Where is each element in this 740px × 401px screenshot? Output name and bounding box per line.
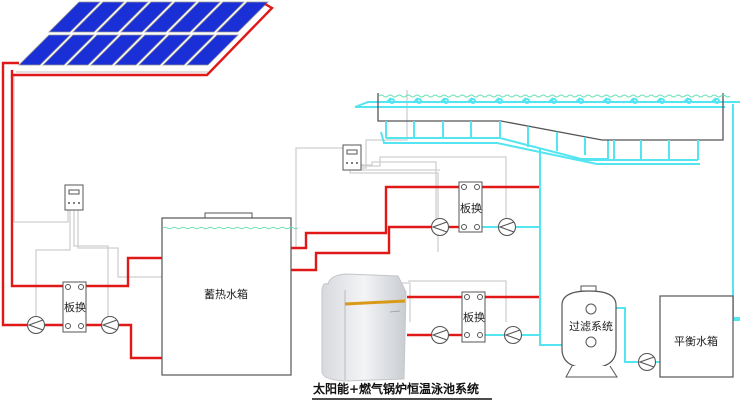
pool-inlet-nozzle-head bbox=[551, 98, 557, 104]
pump bbox=[430, 325, 450, 345]
solar-panel-cell bbox=[90, 34, 143, 66]
pumps bbox=[26, 217, 657, 372]
hot-pipes bbox=[1, 2, 540, 360]
pump-arrow-icon bbox=[101, 319, 118, 331]
solar-panel-cell bbox=[66, 34, 119, 66]
pump-arrow-icon bbox=[431, 329, 448, 341]
pump bbox=[503, 325, 523, 345]
pool-inlet-nozzle-head bbox=[389, 98, 395, 104]
pump bbox=[100, 315, 120, 335]
heat-exchanger-boiler: 板换 bbox=[461, 291, 486, 343]
pump bbox=[637, 352, 657, 372]
heat-exchanger-solar: 板换 bbox=[62, 281, 87, 333]
solar-panel-cell bbox=[138, 34, 191, 66]
pump bbox=[26, 315, 46, 335]
diagram-title: 太阳能+燃气锅炉恒温泳池系统 bbox=[313, 381, 479, 396]
filter-system: 过滤系统 bbox=[561, 285, 618, 378]
pool-inlet-nozzle-head bbox=[686, 98, 692, 104]
solar-panel-cell bbox=[216, 1, 269, 33]
pool-drain-manifold bbox=[386, 137, 698, 161]
solar-panel-cell bbox=[162, 34, 215, 66]
solar-panel-cell bbox=[72, 1, 125, 33]
gas-boiler bbox=[321, 273, 407, 382]
pool-inlet-nozzle-head bbox=[470, 98, 476, 104]
solar-panel-cell bbox=[96, 1, 149, 33]
heat-exchanger-upper: 板换 bbox=[458, 181, 483, 233]
solar-panel-cell bbox=[186, 34, 239, 66]
pump-arrow-icon bbox=[431, 221, 448, 233]
pool-inlet-nozzle-head bbox=[632, 98, 638, 104]
balance-tank-label: 平衡水箱 bbox=[674, 334, 718, 348]
solar-panel-cell bbox=[144, 1, 197, 33]
controller-pool bbox=[342, 144, 362, 171]
pump bbox=[497, 217, 517, 237]
solar-panel-cell bbox=[168, 1, 221, 33]
pool-inlet-nozzle-head bbox=[443, 98, 449, 104]
pool-inlet-nozzle-head bbox=[659, 98, 665, 104]
heat-exchanger-solar-label: 板换 bbox=[64, 300, 86, 314]
pump-arrow-icon bbox=[638, 356, 655, 368]
pump-arrow-icon bbox=[27, 319, 44, 331]
filter-system-label: 过滤系统 bbox=[569, 320, 613, 333]
pool bbox=[354, 93, 740, 161]
solar-panel-cell bbox=[120, 1, 173, 33]
heat-exchanger-upper-label: 板换 bbox=[460, 201, 482, 215]
heat-exchanger-boiler-label: 板换 bbox=[463, 310, 485, 324]
balance-tank: 平衡水箱 bbox=[659, 295, 734, 378]
pool-inlet-nozzle-head bbox=[578, 98, 584, 104]
pool-inlet-nozzle-head bbox=[416, 98, 422, 104]
pump-arrow-icon bbox=[498, 221, 515, 233]
solar-panel-cell bbox=[48, 1, 101, 33]
pump bbox=[430, 217, 450, 237]
pool-inlet-nozzle-head bbox=[605, 98, 611, 104]
solar-panel-cell bbox=[18, 34, 71, 66]
solar-panel-cell bbox=[42, 34, 95, 66]
pool-inlet-nozzle-head bbox=[524, 98, 530, 104]
solar-collector bbox=[18, 1, 269, 66]
pump-arrow-icon bbox=[504, 329, 521, 341]
solar-panel-cell bbox=[192, 1, 245, 33]
pool-inlet-nozzle-head bbox=[714, 98, 720, 104]
controller-solar bbox=[64, 184, 84, 211]
pool-inlet-nozzle-head bbox=[497, 98, 503, 104]
solar-panel-cell bbox=[114, 34, 167, 66]
storage-tank: 蓄热水箱 bbox=[161, 212, 299, 376]
storage-tank-label: 蓄热水箱 bbox=[204, 287, 248, 301]
